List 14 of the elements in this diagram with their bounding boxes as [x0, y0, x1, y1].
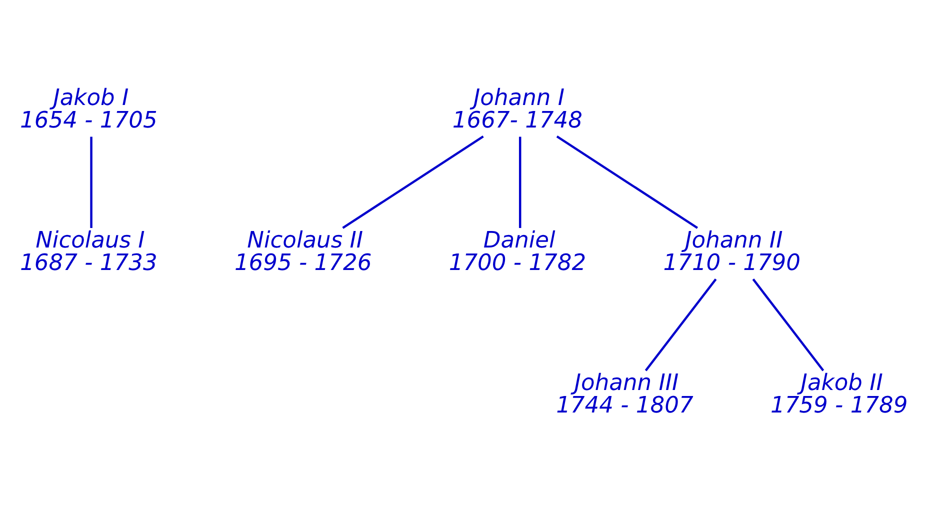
node-text: Nicolaus II 1695 - 1726: [234, 227, 372, 276]
connector: [752, 278, 824, 371]
node-text: Johann III 1744 - 1807: [556, 370, 694, 418]
connector: [518, 136, 522, 228]
node-text: Daniel 1700 - 1782: [448, 227, 586, 276]
node-text: Jakob II 1759 - 1789: [770, 370, 908, 418]
connector: [342, 135, 484, 228]
node-text: Nicolaus I 1687 - 1733: [20, 227, 158, 276]
node-text: Jakob I 1654 - 1705: [20, 84, 158, 134]
connector: [90, 136, 92, 228]
connector: [556, 135, 698, 228]
connector: [644, 278, 717, 371]
node-text: Johann II 1710 - 1790: [663, 227, 801, 276]
node-text: Johann I 1667- 1748: [452, 84, 582, 134]
